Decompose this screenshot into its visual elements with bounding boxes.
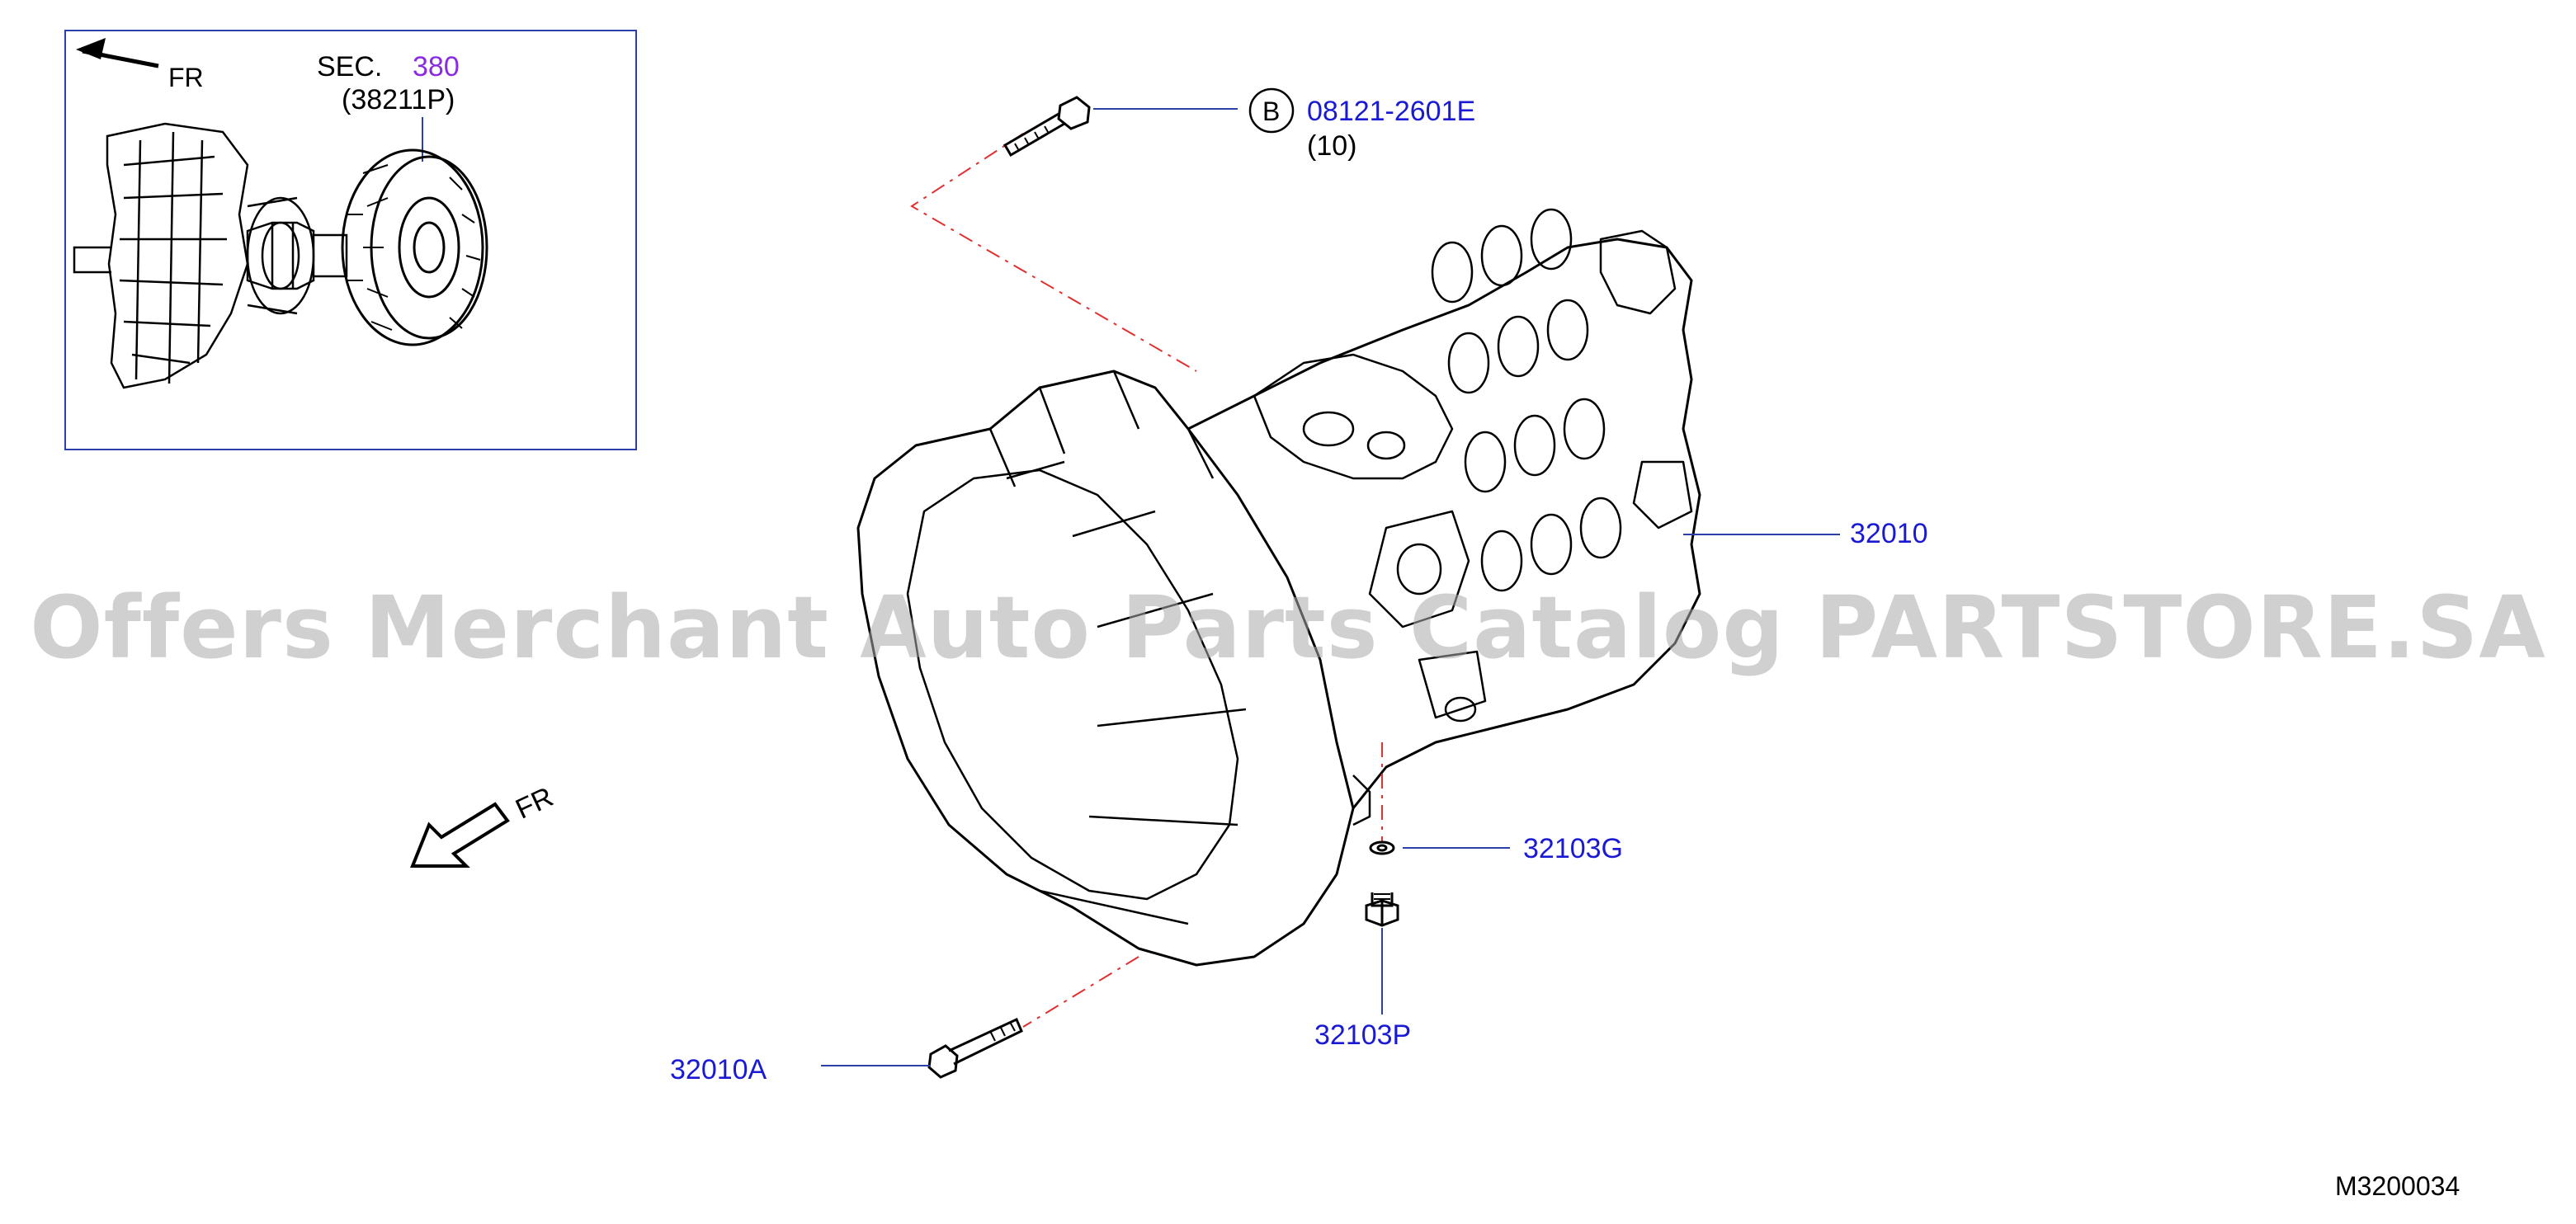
inset-sec-prefix: SEC. bbox=[317, 51, 383, 82]
transmission-part-number-link[interactable]: 32010 bbox=[1850, 518, 1928, 549]
top-bolt-drawing bbox=[1003, 96, 1091, 158]
inset-clutch-hub bbox=[246, 196, 315, 315]
inset-engine-block bbox=[73, 122, 249, 389]
bolt-quantity: (10) bbox=[1307, 130, 1357, 162]
inset-sec-part: (38211P) bbox=[342, 84, 455, 115]
inset-frame bbox=[64, 30, 637, 450]
bolt-part-number-link[interactable]: 08121-2601E bbox=[1307, 96, 1476, 127]
inset-fr-label: FR bbox=[168, 63, 204, 92]
transmission-drawing bbox=[856, 208, 1701, 967]
washer-drawing bbox=[1369, 840, 1395, 855]
watermark-text: Offers Merchant Auto Parts Catalog PARTS… bbox=[30, 577, 2546, 678]
lower-bolt-part-number-link[interactable]: 32010A bbox=[670, 1054, 767, 1085]
diagram-id: M3200034 bbox=[2335, 1171, 2460, 1201]
main-front-arrow-icon bbox=[410, 802, 510, 868]
bolt-ref-symbol: B bbox=[1262, 97, 1281, 126]
drain-plug-part-number-link[interactable]: 32103P bbox=[1314, 1019, 1412, 1051]
inset-flywheel bbox=[341, 148, 488, 346]
lower-bolt-drawing bbox=[927, 1017, 1023, 1079]
alignment-dash-lines bbox=[910, 133, 1383, 1028]
inset-front-arrow-icon bbox=[76, 38, 159, 68]
bolt-ref-circle-icon bbox=[1248, 87, 1295, 134]
leader-lines bbox=[821, 108, 1840, 1066]
washer-part-number-link[interactable]: 32103G bbox=[1523, 833, 1623, 864]
inset-sec-number-link[interactable]: 380 bbox=[413, 51, 460, 82]
inset-drawing bbox=[73, 38, 488, 389]
drain-plug-drawing bbox=[1365, 892, 1399, 927]
